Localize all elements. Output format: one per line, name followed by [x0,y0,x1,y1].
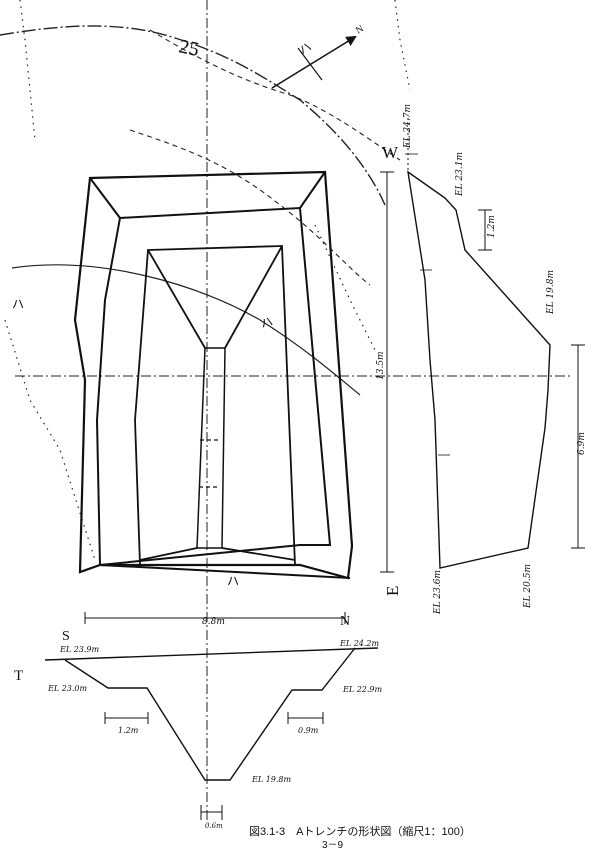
contour-line-25 [0,25,386,206]
section-we: W E EL 24.7m EL 23.1m EL 19.8m EL 23.6m … [376,104,587,615]
we-dim-length: 13.5m [376,351,386,380]
scarp-mark-left: ハ [12,297,24,311]
sn-dim-2: 0.9m [298,726,319,735]
sn-label-t: T [14,668,23,684]
sn-label-s: S [62,629,70,644]
we-label-w: W [382,143,399,162]
dashed-contour-upper [149,29,401,161]
sn-ground-line [44,647,379,661]
we-dim-1: 1.2m [487,215,497,238]
second-boundary [95,206,332,567]
sn-label-n: N [340,614,350,629]
sn-dim-width: 8.8m [202,617,225,627]
third-boundary [134,245,296,566]
sn-elev-3: EL 23.0m [47,684,88,693]
north-arrow: ハ N [271,23,366,89]
we-elev-2: EL 23.1m [455,152,465,197]
dotted-line-right [394,0,411,91]
we-elev-1: EL 24.7m [403,104,413,149]
sn-elev-4: EL 22.9m [342,685,383,694]
scarp-marks: ハ ハ ハ [12,297,274,588]
trench-plan [73,170,354,580]
sn-dim-1: 1.2m [118,726,139,735]
sn-elev-1: EL 23.9m [59,645,100,654]
we-elev-5: EL 20.5m [523,564,533,609]
figure-caption: 図3.1-3 Aトレンチの形状図（縮尺1：100） [249,824,471,838]
north-arrow-icon [271,35,357,89]
sn-dim-3: 0.6m [205,822,223,830]
we-label-e: E [383,586,402,596]
dotted-line-right-mid [314,224,376,351]
solid-contour-lower [11,264,361,396]
we-dim-2: 6.9m [577,432,587,455]
north-arrow-hatching: ハ [297,39,314,57]
sn-elev-5: EL 19.8m [251,775,292,784]
section-sn: 8.8m S N T EL 23.9m EL 24.2m EL 23.0m EL… [14,612,383,830]
sn-profile [64,647,356,781]
we-profile [407,170,551,569]
bottom-floor [196,347,226,549]
scarp-mark-bottom: ハ [227,574,239,588]
scarp-mark-right: ハ [259,314,274,331]
contour-label: 25 [177,35,201,61]
sn-elev-2: EL 24.2m [339,639,380,648]
page-number: 3－9 [322,840,344,851]
we-elev-3: EL 19.8m [546,270,556,315]
topographic-lines [0,0,411,561]
dotted-line-left-top [19,0,36,141]
dashed-contour-mid [129,129,371,286]
center-axes [15,0,570,820]
we-elev-4: EL 23.6m [433,570,443,615]
north-arrow-label: N [354,23,366,36]
